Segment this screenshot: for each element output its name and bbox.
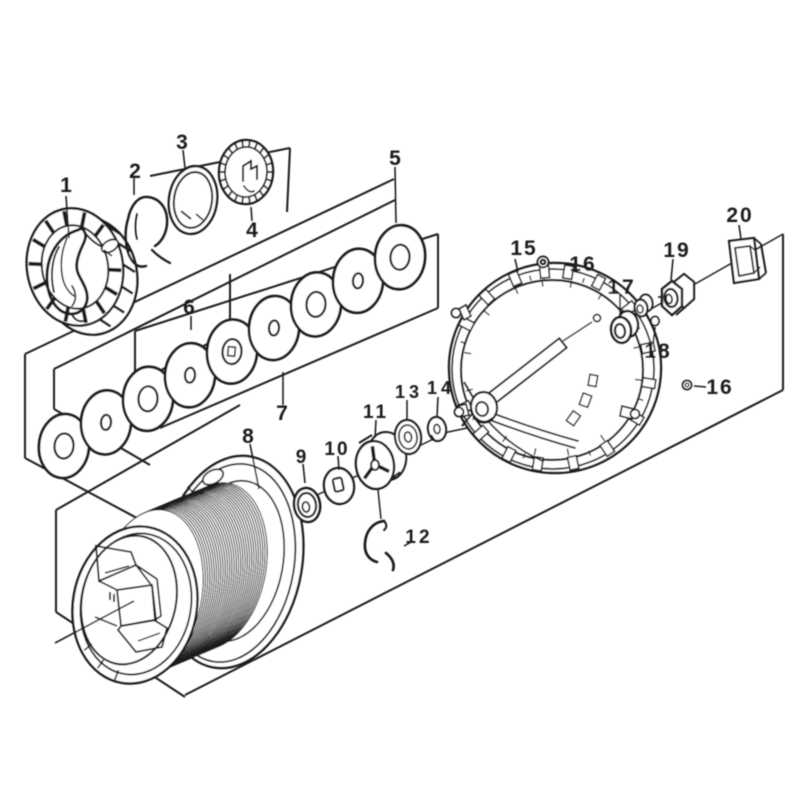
svg-text:12: 12 [405, 527, 432, 548]
svg-text:14: 14 [427, 378, 455, 398]
svg-text:15: 15 [510, 237, 537, 260]
svg-text:16: 16 [569, 253, 596, 276]
svg-text:3: 3 [176, 131, 188, 154]
svg-text:6: 6 [183, 296, 195, 319]
svg-text:16: 16 [706, 376, 733, 399]
svg-text:10: 10 [324, 439, 349, 460]
svg-text:11: 11 [363, 402, 389, 423]
svg-text:1: 1 [60, 174, 72, 197]
svg-text:5: 5 [389, 147, 401, 170]
svg-text:17: 17 [607, 276, 636, 299]
svg-text:18: 18 [644, 340, 671, 363]
svg-text:8: 8 [242, 425, 254, 448]
svg-text:19: 19 [663, 239, 690, 262]
svg-text:13: 13 [395, 382, 423, 402]
svg-text:9: 9 [296, 447, 307, 468]
svg-text:2: 2 [129, 160, 141, 183]
svg-text:20: 20 [726, 204, 753, 227]
svg-text:7: 7 [276, 402, 288, 425]
svg-text:4: 4 [246, 219, 258, 242]
